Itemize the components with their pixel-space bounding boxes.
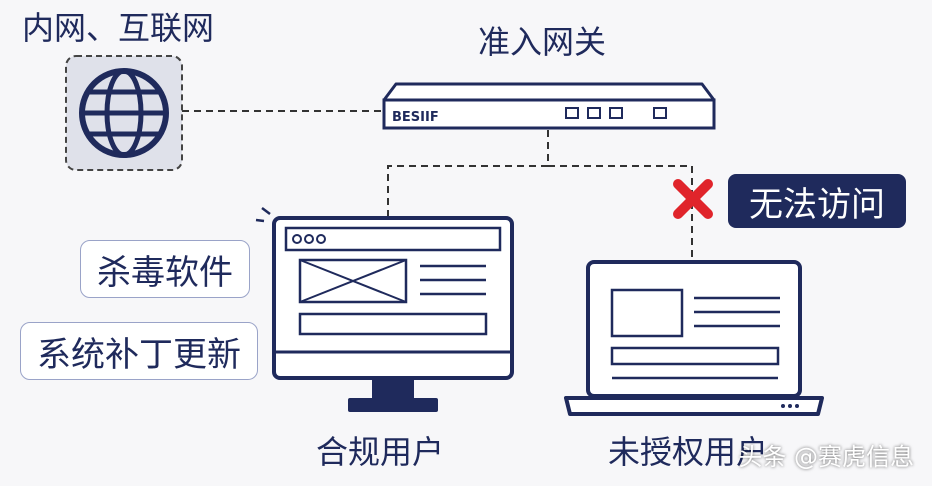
compliant-user-label: 合规用户 — [316, 433, 445, 471]
globe-icon — [65, 55, 183, 171]
gateway-device-icon: BESIIF — [382, 82, 716, 130]
gateway-to-compliant-link — [387, 130, 549, 218]
unauthorized-user-label: 未授权用户 — [608, 433, 769, 471]
device-brand-text: BESIIF — [392, 110, 439, 125]
deny-access-badge: 无法访问 — [728, 174, 906, 228]
gateway-to-unauthorized-link — [548, 165, 693, 262]
desktop-monitor-icon — [255, 207, 514, 412]
watermark: 头条 @赛虎信息 — [738, 443, 914, 471]
gateway-label: 准入网关 — [478, 23, 607, 61]
laptop-icon — [564, 260, 824, 416]
internet-label: 内网、互联网 — [22, 9, 215, 47]
patch-update-badge: 系统补丁更新 — [20, 322, 258, 380]
connection-lines — [182, 110, 693, 262]
antivirus-badge: 杀毒软件 — [80, 240, 250, 298]
deny-x-icon — [673, 179, 713, 219]
